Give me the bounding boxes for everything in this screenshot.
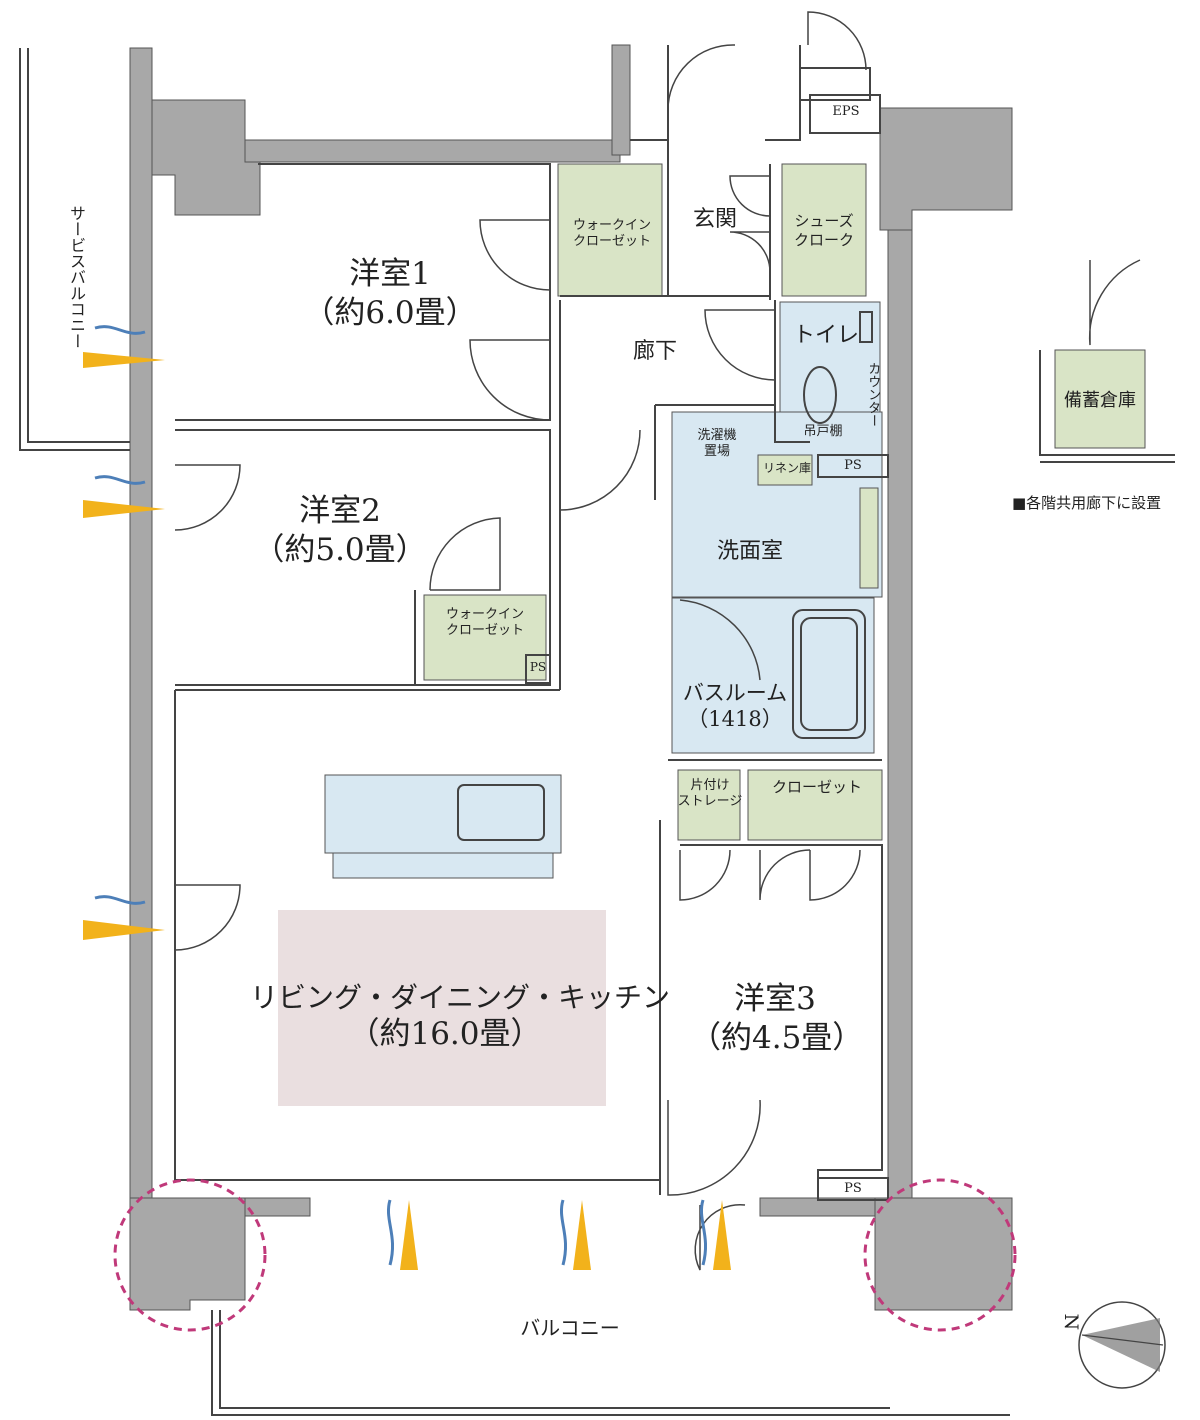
room-wic1: ウォークイン クローゼット	[558, 218, 666, 251]
airflow-markers	[83, 325, 731, 1270]
room-name: 洋室3	[734, 981, 816, 1017]
airflow-arrow	[573, 1200, 591, 1270]
room-name: リビング・ダイニング・キッチン	[250, 981, 671, 1014]
room-laundry: 洗濯機 置場	[682, 428, 752, 461]
room-name: 洋室2	[299, 493, 381, 529]
hanging-shelf-label: 吊戸棚	[803, 424, 843, 439]
ps-label: PS	[529, 660, 547, 674]
room-balcony: バルコニー	[520, 1316, 620, 1340]
room-entrance: 玄関	[692, 207, 737, 232]
room-service-balcony: サービスバルコニー	[67, 205, 86, 349]
room-ldk: リビング・ダイニング・キッチン （約16.0畳）	[250, 980, 671, 1054]
toilet-counter-label: カウンター	[865, 362, 881, 427]
corner-circles	[113, 1178, 1017, 1332]
ps-label: PS	[844, 1181, 862, 1196]
storage-line2: ストレージ	[677, 794, 743, 810]
eps-label: EPS	[832, 104, 860, 119]
room-bathroom: バスルーム （1418）	[670, 680, 800, 733]
wic1-line2: クローゼット	[572, 234, 651, 250]
doors	[174, 11, 1141, 1271]
room-size: （約16.0畳）	[348, 1016, 542, 1052]
storage-note: ■各階共用廊下に設置	[1012, 494, 1162, 512]
wic1-line1: ウォークイン	[572, 218, 651, 233]
room-storage: 片付け ストレージ	[676, 778, 744, 811]
room-size: （約4.5畳）	[690, 1019, 864, 1056]
airflow-arrow	[713, 1200, 731, 1270]
laundry-line1: 洗濯機	[697, 428, 737, 443]
room-shoe-cloak: シューズ クローク	[782, 212, 866, 250]
room-wic2: ウォークイン クローゼット	[424, 607, 546, 640]
room-washroom: 洗面室	[716, 539, 783, 564]
wic2-line2: クローゼット	[445, 623, 524, 639]
airflow-arrow	[400, 1200, 418, 1270]
exterior-walls	[129, 44, 1013, 1311]
floor-fills	[278, 163, 1146, 1106]
room-corridor: 廊下	[632, 339, 677, 364]
shoe-cloak-line2: クローク	[793, 230, 854, 249]
bath-name: バスルーム	[682, 681, 788, 705]
north-label: N	[1059, 1313, 1082, 1331]
room-western2: 洋室2 （約5.0畳）	[240, 492, 440, 570]
room-name: 洋室1	[349, 256, 431, 292]
laundry-line2: 置場	[703, 444, 730, 460]
bath-size: （1418）	[687, 707, 783, 732]
wic2-line1: ウォークイン	[445, 607, 524, 622]
room-storage-warehouse: 備蓄倉庫	[1064, 390, 1136, 411]
room-size: （約6.0畳）	[303, 294, 477, 331]
room-western3: 洋室3 （約4.5畳）	[690, 980, 864, 1058]
airflow-arrow	[83, 500, 165, 518]
room-linen: リネン庫	[762, 461, 811, 475]
interior-walls	[19, 45, 1175, 1416]
shoe-cloak-line1: シューズ	[794, 212, 854, 230]
room-closet: クローゼット	[771, 778, 862, 796]
airflow-arrow	[83, 920, 165, 940]
room-western1: 洋室1 （約6.0畳）	[260, 255, 520, 333]
room-size: （約5.0畳）	[253, 531, 427, 568]
north-compass	[1078, 1301, 1166, 1389]
room-toilet: トイレ	[792, 323, 859, 348]
airflow-arrow	[83, 352, 165, 368]
ps-label: PS	[844, 458, 862, 473]
storage-line1: 片付け	[690, 778, 730, 793]
